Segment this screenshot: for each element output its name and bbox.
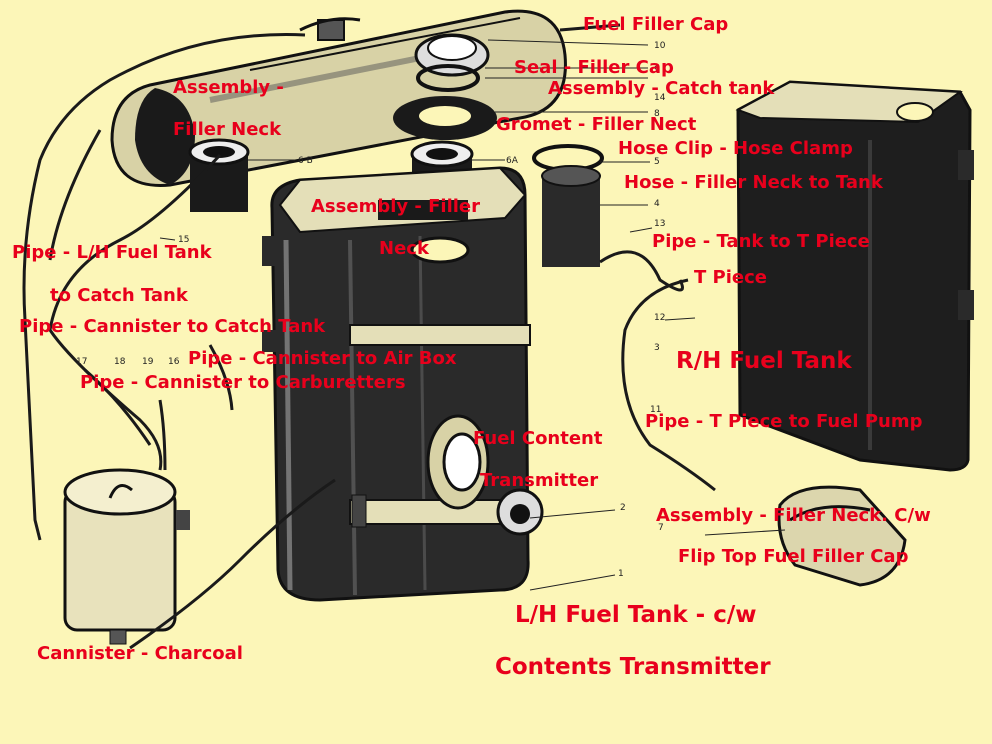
part-number-3: 3 <box>654 343 660 353</box>
label-gromet-filler-neck: Gromet - Filler Nect <box>496 114 697 135</box>
part-number-18: 18 <box>114 357 126 367</box>
part-number-17: 17 <box>76 357 88 367</box>
label-hose-filler-neck-to-tank: Hose - Filler Neck to Tank <box>624 172 883 193</box>
label-pipe-tank-to-t: Pipe - Tank to T Piece <box>652 231 870 252</box>
part-number-6b: 6 B <box>298 156 313 166</box>
label-pipe-cannister-catch: Pipe - Cannister to Catch Tank <box>19 316 326 337</box>
fuel-filler-cap <box>414 33 490 92</box>
fuel-content-transmitter <box>426 414 544 536</box>
label-pipe-cannister-carbs: Pipe - Cannister to Carburetters <box>80 372 406 393</box>
label-seal-filler-cap: Seal - Filler Cap <box>514 57 674 78</box>
part-number-14: 14 <box>654 93 666 103</box>
part-number-8: 8 <box>654 109 660 119</box>
part-number-7: 7 <box>658 523 664 533</box>
hose <box>541 165 601 267</box>
gromet <box>393 96 497 140</box>
part-number-19: 19 <box>142 357 154 367</box>
label-assembly-filler-line1: Assembly - Filler <box>311 196 481 217</box>
part-number-16: 16 <box>168 357 180 367</box>
label-pipe-t-to-pump: Pipe - T Piece to Fuel Pump <box>645 411 923 432</box>
part-number-4: 4 <box>654 199 660 209</box>
part-number-11: 11 <box>650 405 662 415</box>
label-pipe-lh-to-catch-line1: Pipe - L/H Fuel Tank <box>12 242 212 263</box>
pipes <box>22 23 716 650</box>
part-number-13: 13 <box>654 219 666 229</box>
part-number-5: 5 <box>654 157 660 167</box>
part-number-10: 10 <box>654 41 666 51</box>
part-number-2: 2 <box>620 503 626 513</box>
catch-tank <box>110 9 567 187</box>
label-fuel-filler-cap: Fuel Filler Cap <box>583 14 729 35</box>
part-number-15: 15 <box>178 235 190 245</box>
label-fuel-content-line2: Transmitter <box>480 470 599 491</box>
flip-top-cap <box>777 485 907 587</box>
label-lh-tank-line2: Contents Transmitter <box>495 654 771 680</box>
filler-neck-6b <box>188 138 250 212</box>
charcoal-cannister <box>63 468 190 645</box>
label-pipe-lh-to-catch-line2: to Catch Tank <box>50 285 188 306</box>
label-pipe-cannister-air: Pipe - Cannister to Air Box <box>188 348 457 369</box>
label-assembly-filler-line2: Neck <box>379 238 429 259</box>
label-hose-clip: Hose Clip - Hose Clamp <box>618 138 853 159</box>
label-assembly-filler-neck-cw: Assembly - Filler Neck. C/w <box>656 505 931 526</box>
part-number-6a: 6A <box>506 156 518 166</box>
label-fuel-content-line1: Fuel Content <box>473 428 603 449</box>
leader-lines <box>159 39 786 591</box>
label-assembly-filler-neck-line2: Filler Neck <box>173 119 282 140</box>
part-number-9: 9 <box>654 65 660 75</box>
label-flip-top-cap: Flip Top Fuel Filler Cap <box>678 546 909 567</box>
label-t-piece: T Piece <box>694 267 767 288</box>
label-assembly-catch-tank: Assembly - Catch tank <box>548 78 775 99</box>
part-number-12: 12 <box>654 313 666 323</box>
label-lh-tank-line1: L/H Fuel Tank - c/w <box>515 602 757 628</box>
rh-fuel-tank <box>735 80 974 472</box>
part-number-1: 1 <box>618 569 624 579</box>
label-rh-fuel-tank: R/H Fuel Tank <box>676 348 852 374</box>
label-assembly-filler-neck-line1: Assembly - <box>173 77 284 98</box>
label-cannister-charcoal: Cannister - Charcoal <box>37 643 243 664</box>
